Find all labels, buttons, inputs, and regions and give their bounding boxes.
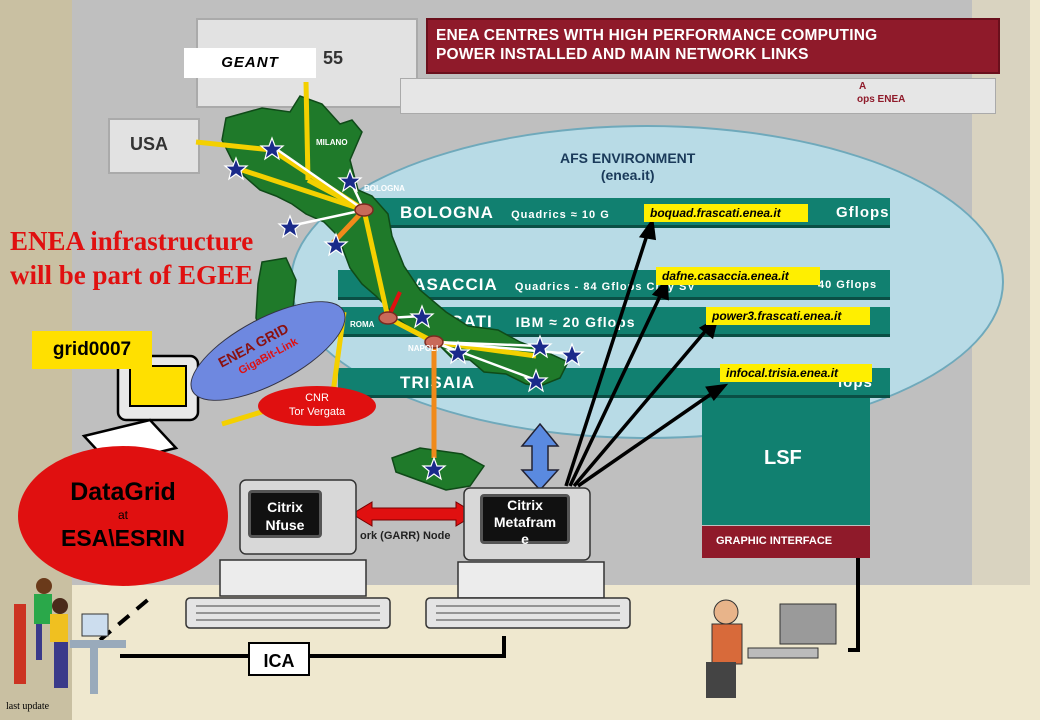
star-icon [337,168,363,193]
datagrid-line-2: at [117,508,128,522]
centre-right: Gflops [836,204,890,221]
users-icon [14,578,126,694]
centre-detail: Quadrics - 84 Gflops Cray SV [514,281,696,293]
datagrid-line-3: ESA\ESRIN [61,525,185,551]
garr-label: ork (GARR) Node [360,530,451,542]
grid0007-label: grid0007 [32,331,152,369]
host-arrows [564,217,729,488]
city-milano: MILANO [316,138,348,147]
headline-line-1: ENEA infrastructure [10,226,254,256]
centre-right: 40 Gflops [818,279,878,291]
centre-bologna: BOLOGNA Quadrics ≈ 10 G Gflops [338,198,890,228]
star-icon [559,342,585,367]
city-napoli: NAPOLI [408,344,439,353]
title-sub-bar: A ops ENEA [400,78,996,114]
afs-line-2: (enea.it) [600,167,655,183]
operator-icon [706,599,837,698]
citrix-meta-line-3: e [521,531,529,547]
panel-label: 55 [323,48,344,68]
lan-lines [98,558,860,658]
cnr-line-2: Tor Vergata [288,406,346,418]
ica-label: ICA [248,642,310,676]
host-boquad[interactable]: boquad.frascati.enea.it [644,204,808,222]
last-update: last update [6,701,50,712]
headline: ENEA infrastructure will be part of EGEE [10,224,253,292]
afs-title: AFS ENVIRONMENT (enea.it) [560,150,695,184]
centre-name: BOLOGNA [400,203,494,222]
star-icon [523,368,549,393]
citrix-meta-line-2: Metafram [493,514,557,530]
citrix-nfuse-line-1: Citrix [267,499,303,515]
cartoon-computer-icon [81,354,200,466]
star-markers [223,136,585,481]
star-icon [323,232,349,257]
cnr-oval: CNR Tor Vergata [258,386,376,426]
title-sub-a: A [859,81,867,92]
horizontal-double-arrow [351,501,477,527]
citrix-metaframe-screen[interactable]: Citrix Metafram e [480,494,570,547]
star-icon [259,136,285,161]
city-bologna: BOLOGNA [364,184,405,193]
city-roma: ROMA [350,320,375,329]
host-dafne[interactable]: dafne.casaccia.enea.it [656,267,820,285]
usa-label: USA [130,134,169,154]
title-line-2: POWER INSTALLED AND MAIN NETWORK LINKS [436,46,809,63]
lsf-column: LSF [702,375,870,525]
host-infocal[interactable]: infocal.trisia.enea.it [720,364,872,382]
star-icon [445,340,471,365]
centre-detail: Quadrics ≈ 10 G [511,209,610,221]
cnr-line-1: CNR [305,392,329,404]
citrix-nfuse-screen[interactable]: Citrix Nfuse [248,490,322,538]
graphic-interface-label: GRAPHIC INTERFACE [716,535,833,547]
geant-label: GEANT [184,48,316,78]
centre-name: CASACCIA [400,275,498,294]
centre-casaccia: CASACCIA Quadrics - 84 Gflops Cray SV 40… [338,270,890,300]
centre-name: TRISAIA [400,373,475,392]
afs-line-1: AFS ENVIRONMENT [560,150,696,166]
vertical-double-arrow [520,422,560,492]
citrix-nfuse-line-2: Nfuse [265,517,305,533]
lsf-label: LSF [764,447,802,469]
nodes [354,203,444,349]
star-icon [409,304,435,329]
title-line-1: ENEA CENTRES WITH HIGH PERFORMANCE COMPU… [436,27,878,44]
graphic-interface-bar: GRAPHIC INTERFACE [702,526,870,558]
star-icon [223,156,249,181]
title-sub-right: ops ENEA [857,94,906,105]
datagrid-oval: DataGrid at ESA\ESRIN [18,446,228,586]
star-icon [527,334,553,359]
citrix-meta-line-1: Citrix [507,497,543,513]
centre-detail: IBM ≈ 20 Gflops [515,314,636,330]
star-icon [277,214,303,239]
headline-line-2: will be part of EGEE [10,260,254,290]
title-banner: ENEA CENTRES WITH HIGH PERFORMANCE COMPU… [426,18,1000,74]
host-power3[interactable]: power3.frascati.enea.it [706,307,870,325]
datagrid-line-1: DataGrid [70,478,176,506]
star-icon [421,456,447,481]
usa-box: USA [108,118,200,174]
